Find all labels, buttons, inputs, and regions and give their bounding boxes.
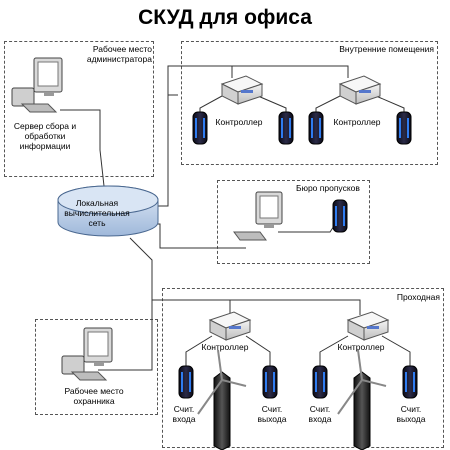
server-computer-icon [11, 57, 63, 113]
card-reader-icon [312, 365, 328, 399]
lan-label: Локальная вычислительная сеть [64, 198, 130, 228]
card-reader-icon [178, 365, 194, 399]
entrance-zone-label: Проходная [396, 292, 440, 302]
controller-label: Контроллер [333, 117, 381, 127]
controller-label: Контроллер [201, 342, 249, 352]
turnstile-icon [337, 349, 387, 450]
guard-computer-icon [61, 327, 113, 381]
bureau-zone-label: Бюро пропусков [296, 183, 360, 193]
internal-zone-label: Внутренние помещения [339, 44, 434, 54]
admin-zone-label: Рабочее место администратора [86, 44, 152, 64]
reader-entry-label: Счит. входа [172, 404, 196, 424]
card-reader-icon [192, 111, 208, 145]
card-reader-icon [262, 365, 278, 399]
lan-cylinder [57, 185, 159, 237]
controller-label: Контроллер [337, 342, 385, 352]
reader-entry-label: Счит. входа [308, 404, 332, 424]
admin-workstation-zone [4, 41, 154, 177]
card-reader-icon [308, 111, 324, 145]
entrance-zone [162, 288, 444, 448]
card-reader-icon [278, 111, 294, 145]
diagram-title: СКУД для офиса [138, 6, 312, 29]
internal-rooms-zone [181, 41, 438, 165]
guard-workstation-zone [35, 319, 158, 415]
controller-icon [220, 75, 264, 105]
card-reader-icon [332, 199, 348, 233]
pass-bureau-zone [217, 180, 370, 264]
guard-zone-label: Рабочее место охранника [64, 386, 124, 406]
card-reader-icon [396, 111, 412, 145]
turnstile-icon [197, 349, 247, 450]
controller-icon [346, 311, 390, 341]
card-reader-icon [402, 365, 418, 399]
reader-exit-label: Счит. выхода [257, 404, 287, 424]
controller-icon [208, 311, 252, 341]
controller-label: Контроллер [215, 117, 263, 127]
bureau-computer-icon [233, 191, 283, 241]
reader-exit-label: Счит. выхода [396, 404, 426, 424]
controller-icon [338, 75, 382, 105]
server-label: Сервер сбора и обработки информации [13, 121, 77, 151]
